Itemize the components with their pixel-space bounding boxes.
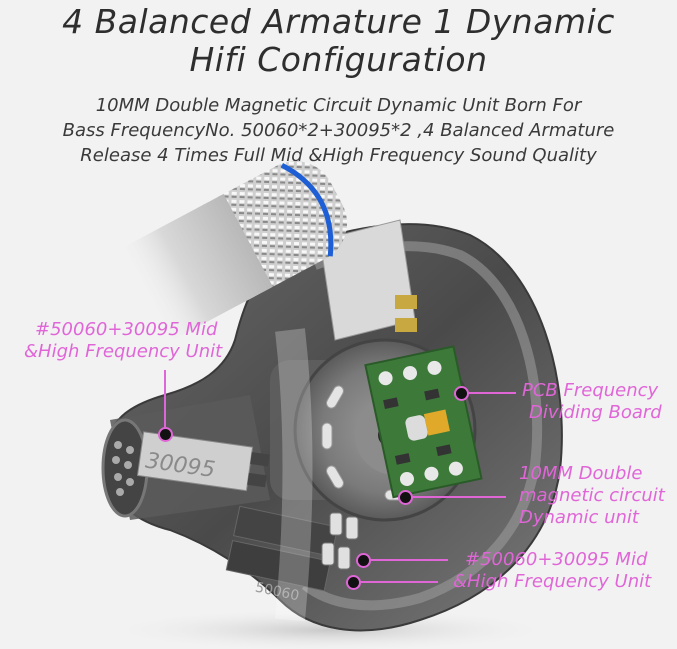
annotation-lower-ba-line2: &High Frequency Unit bbox=[453, 571, 652, 592]
page-title-line1: 4 Balanced Armature 1 Dynamic bbox=[62, 2, 615, 41]
annotation-dynamic-line3: Dynamic unit bbox=[519, 507, 639, 528]
annotation-left-ba-leader bbox=[164, 370, 166, 428]
annotation-left-ba-marker bbox=[158, 427, 173, 442]
annotation-lower-ba-marker-1 bbox=[356, 553, 371, 568]
annotation-dynamic-line1: 10MM Double bbox=[519, 463, 643, 484]
annotation-pcb-leader bbox=[468, 392, 516, 394]
description-line3: Release 4 Times Full Mid &High Frequency… bbox=[80, 145, 597, 166]
annotation-lower-ba-marker-2 bbox=[346, 575, 361, 590]
page-title-line2: Hifi Configuration bbox=[189, 40, 488, 79]
annotation-left-ba-line1: #50060+30095 Mid bbox=[35, 319, 218, 340]
annotation-pcb-marker bbox=[454, 386, 469, 401]
annotation-pcb-line2: Dividing Board bbox=[529, 402, 662, 423]
annotation-lower-ba-leader-1 bbox=[370, 559, 448, 561]
description-line2: Bass FrequencyNo. 50060*2+30095*2 ,4 Bal… bbox=[62, 120, 615, 141]
annotation-lower-ba-line1: #50060+30095 Mid bbox=[465, 549, 648, 570]
annotation-dynamic-marker bbox=[398, 490, 413, 505]
annotation-pcb-line1: PCB Frequency bbox=[522, 380, 659, 401]
ba-unit-30095 bbox=[136, 431, 254, 492]
description-line1: 10MM Double Magnetic Circuit Dynamic Uni… bbox=[95, 95, 582, 116]
annotation-dynamic-leader bbox=[412, 496, 506, 498]
annotation-left-ba-line2: &High Frequency Unit bbox=[24, 341, 223, 362]
annotation-lower-ba-leader-2 bbox=[360, 581, 438, 583]
annotation-dynamic-line2: magnetic circuit bbox=[519, 485, 665, 506]
